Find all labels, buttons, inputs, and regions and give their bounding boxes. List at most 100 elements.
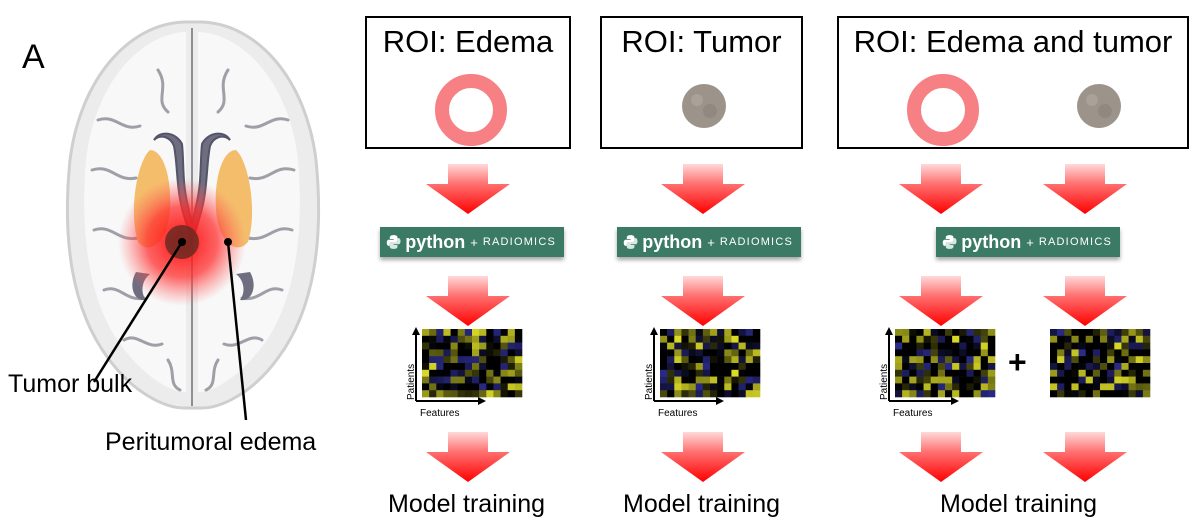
- heatmap-cell: [507, 356, 516, 364]
- matrix-y-label: Patients: [879, 363, 890, 400]
- heatmap-cell: [738, 349, 747, 357]
- heatmap-cell: [450, 383, 459, 391]
- heatmap-cell: [674, 376, 682, 384]
- heatmap-cell: [1050, 335, 1058, 343]
- heatmap-cell: [1085, 342, 1094, 350]
- heatmap-cell: [902, 356, 910, 364]
- heatmap-cell: [702, 369, 711, 377]
- panel-letter: A: [22, 38, 45, 76]
- heatmap-cell: [1100, 349, 1108, 357]
- heatmap-cell: [1107, 329, 1115, 337]
- heatmap-cell: [959, 369, 967, 377]
- heatmap-cell: [695, 369, 704, 377]
- heatmap-cell: [464, 390, 473, 398]
- heatmap-cell: [660, 335, 668, 343]
- heatmap-cell: [507, 329, 516, 337]
- heatmap-cell: [464, 342, 473, 350]
- heatmap-cell: [1135, 363, 1144, 371]
- heatmap-cell: [695, 376, 704, 384]
- heatmap-cell: [738, 342, 747, 350]
- heatmap-cell: [1121, 390, 1129, 398]
- heatmap-cell: [752, 342, 761, 350]
- heatmap-cell: [923, 356, 932, 364]
- heatmap-cell: [1057, 376, 1065, 384]
- heatmap-cell: [1128, 390, 1137, 398]
- heatmap-cell: [1057, 369, 1065, 377]
- arrow-down-icon: [426, 432, 510, 482]
- heatmap-cell: [930, 363, 939, 371]
- heatmap-cell: [688, 349, 697, 357]
- heatmap-cell: [695, 383, 704, 391]
- heatmap-cell: [1050, 329, 1058, 337]
- heatmap-cell: [493, 335, 501, 343]
- heatmap-cell: [660, 349, 668, 357]
- heatmap-cell: [667, 376, 675, 384]
- heatmap-cell: [450, 335, 459, 343]
- heatmap-cell: [479, 369, 487, 377]
- heatmap-cell: [464, 335, 473, 343]
- heatmap-cell: [702, 329, 711, 337]
- heatmap-cell: [479, 363, 487, 371]
- feature-matrix: [412, 327, 523, 405]
- heatmap-cell: [717, 390, 725, 398]
- heatmap-cell: [1057, 363, 1065, 371]
- heatmap-cell: [916, 335, 924, 343]
- heatmap-cell: [1064, 342, 1072, 350]
- heatmap-cell: [909, 356, 917, 364]
- heatmap-cell: [1092, 369, 1101, 377]
- heatmap-cell: [500, 342, 509, 350]
- heatmap-cell: [702, 335, 711, 343]
- heatmap-cell: [1107, 390, 1115, 398]
- heatmap-cell: [688, 342, 697, 350]
- heatmap-cell: [450, 329, 459, 337]
- heatmap-cell: [717, 369, 725, 377]
- heatmap-cell: [973, 356, 982, 364]
- heatmap-cell: [937, 349, 946, 357]
- heatmap-cell: [937, 376, 946, 384]
- heatmap-cell: [429, 383, 437, 391]
- heatmap-cell: [1128, 383, 1137, 391]
- heatmap-cell: [1085, 363, 1094, 371]
- heatmap-cell: [930, 342, 939, 350]
- heatmap-cell: [916, 356, 924, 364]
- heatmap-cell: [717, 349, 725, 357]
- heatmap-cell: [674, 335, 682, 343]
- heatmap-cell: [752, 335, 761, 343]
- heatmap-cell: [1071, 342, 1079, 350]
- heatmap-cell: [436, 363, 444, 371]
- heatmap-cell: [436, 342, 444, 350]
- heatmap-cell: [1114, 329, 1122, 337]
- tumor-bulk-label: Tumor bulk: [8, 370, 133, 398]
- heatmap-cell: [895, 349, 903, 357]
- arrow-down-icon: [1043, 432, 1127, 482]
- heatmap-cell: [1050, 383, 1058, 391]
- heatmap-cell: [959, 376, 967, 384]
- heatmap-cell: [902, 376, 910, 384]
- heatmap-cell: [422, 363, 430, 371]
- heatmap-cell: [479, 390, 487, 398]
- heatmap-cell: [937, 363, 946, 371]
- heatmap-cell: [507, 369, 516, 377]
- heatmap-cell: [724, 390, 732, 398]
- heatmap-cell: [973, 363, 982, 371]
- heatmap-cell: [688, 390, 697, 398]
- python-logo-icon: [942, 235, 957, 249]
- heatmap-cell: [923, 390, 932, 398]
- heatmap-cell: [486, 329, 494, 337]
- heatmap-cell: [1121, 335, 1129, 343]
- heatmap-cell: [710, 349, 718, 357]
- heatmap-cell: [1071, 356, 1079, 364]
- heatmap-cell: [500, 329, 509, 337]
- heatmap-cell: [674, 369, 682, 377]
- heatmap-cell: [674, 356, 682, 364]
- heatmap-cell: [464, 383, 473, 391]
- heatmap-cell: [923, 329, 932, 337]
- heatmap-cell: [436, 329, 444, 337]
- heatmap-cell: [1092, 342, 1101, 350]
- heatmap-cell: [923, 335, 932, 343]
- plus-text: +: [1026, 234, 1034, 250]
- heatmap-cell: [923, 369, 932, 377]
- heatmap-cell: [422, 390, 430, 398]
- heatmap-cell: [450, 356, 459, 364]
- heatmap-cell: [464, 329, 473, 337]
